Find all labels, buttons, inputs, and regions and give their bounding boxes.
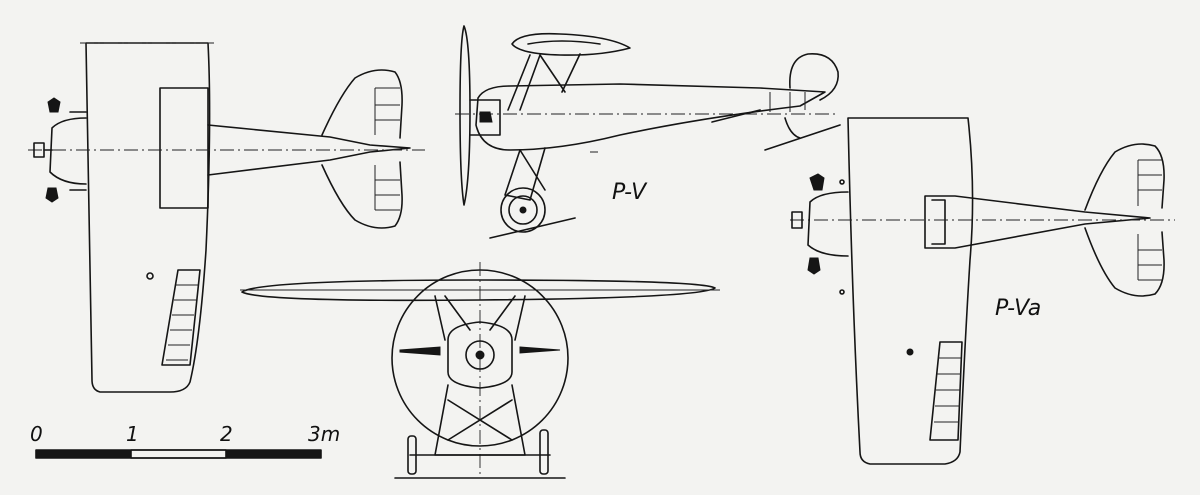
scale-tick-2: 2 bbox=[220, 422, 233, 446]
scale-tick-0: 0 bbox=[30, 422, 43, 446]
scale-bar-segment-2-3 bbox=[225, 449, 322, 459]
p-va-fuselage bbox=[924, 195, 1151, 249]
front-view-wheel-right bbox=[539, 429, 549, 475]
top-view-engine bbox=[49, 117, 87, 185]
side-view-engine bbox=[469, 99, 501, 136]
top-view-cylinders-upper bbox=[47, 97, 61, 113]
p-va-engine bbox=[807, 191, 849, 257]
top-view-tail-upper bbox=[321, 69, 403, 139]
wing-center-cutout bbox=[159, 87, 209, 209]
p-va-aileron-marker bbox=[906, 348, 914, 356]
top-view-fuselage bbox=[207, 124, 411, 176]
scale-bar-segment-1-2 bbox=[130, 449, 227, 459]
p-va-aileron bbox=[929, 341, 963, 441]
top-view-tail-lower bbox=[321, 161, 403, 229]
front-view bbox=[240, 262, 720, 479]
top-view-wing bbox=[85, 42, 211, 393]
side-view-wheel bbox=[500, 187, 546, 233]
side-view-cabane-struts bbox=[507, 53, 581, 111]
front-view-wing bbox=[241, 279, 716, 302]
side-view-ground-line bbox=[489, 217, 576, 239]
top-view-cylinders-lower bbox=[45, 187, 59, 203]
scale-bar-segment-0-1 bbox=[35, 449, 132, 459]
aileron-hinge-marker bbox=[146, 272, 154, 280]
p-va-tail-lower bbox=[1084, 227, 1165, 297]
front-view-wheel-left bbox=[407, 435, 417, 475]
top-view-p-va bbox=[790, 117, 1175, 465]
scale-bar bbox=[35, 449, 322, 459]
side-view-undercarriage bbox=[504, 147, 546, 201]
side-view-tail-skid bbox=[764, 117, 841, 151]
front-view-engine bbox=[447, 321, 513, 389]
p-va-tail-upper bbox=[1084, 143, 1165, 211]
p-va-wing bbox=[847, 117, 974, 465]
model-label-p-v: P-V bbox=[612, 180, 647, 205]
top-view-p-v bbox=[28, 42, 425, 393]
front-view-cabane-struts bbox=[434, 295, 526, 341]
side-view-propeller bbox=[459, 25, 471, 206]
side-view-fuselage bbox=[475, 83, 826, 151]
front-view-undercarriage bbox=[434, 384, 526, 456]
top-view-aileron bbox=[161, 269, 201, 366]
side-view-p-v bbox=[455, 25, 841, 239]
scale-tick-3m: 3m bbox=[308, 422, 341, 446]
side-view-rudder bbox=[789, 53, 839, 101]
model-label-p-va: P-Va bbox=[995, 296, 1042, 321]
scale-tick-1: 1 bbox=[126, 422, 139, 446]
side-view-top-wing bbox=[511, 32, 631, 56]
